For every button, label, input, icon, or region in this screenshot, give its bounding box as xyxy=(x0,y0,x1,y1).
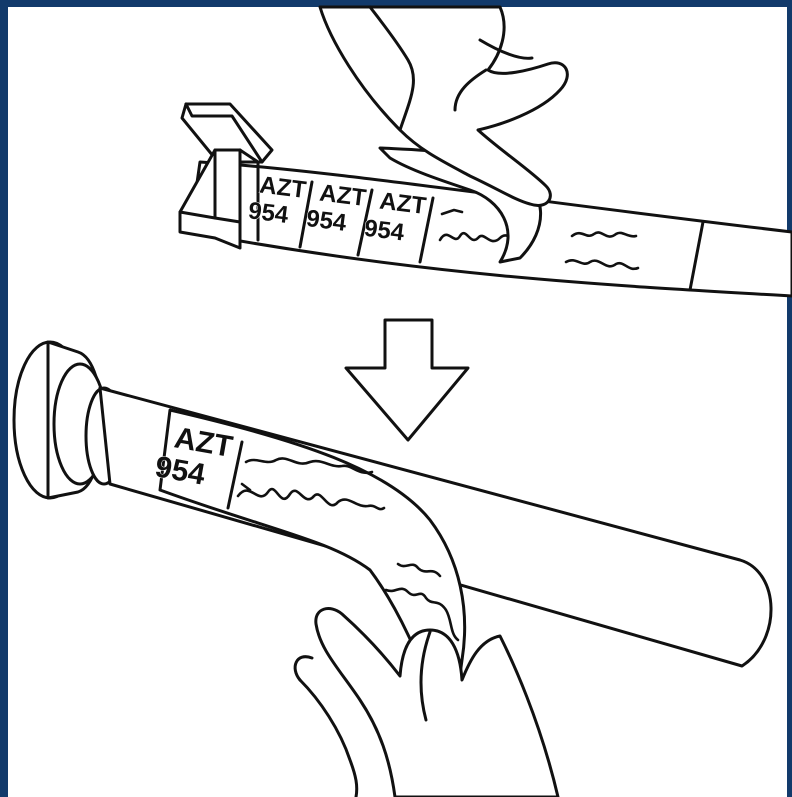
down-arrow xyxy=(346,320,468,440)
label-dispenser xyxy=(180,104,272,248)
label-number: 954 xyxy=(247,197,291,229)
dispenser-box xyxy=(180,150,240,248)
label-code: AZT xyxy=(378,188,428,221)
label-number: 954 xyxy=(305,205,349,237)
bottom-hand xyxy=(295,609,558,797)
label-number: 954 xyxy=(363,215,407,247)
